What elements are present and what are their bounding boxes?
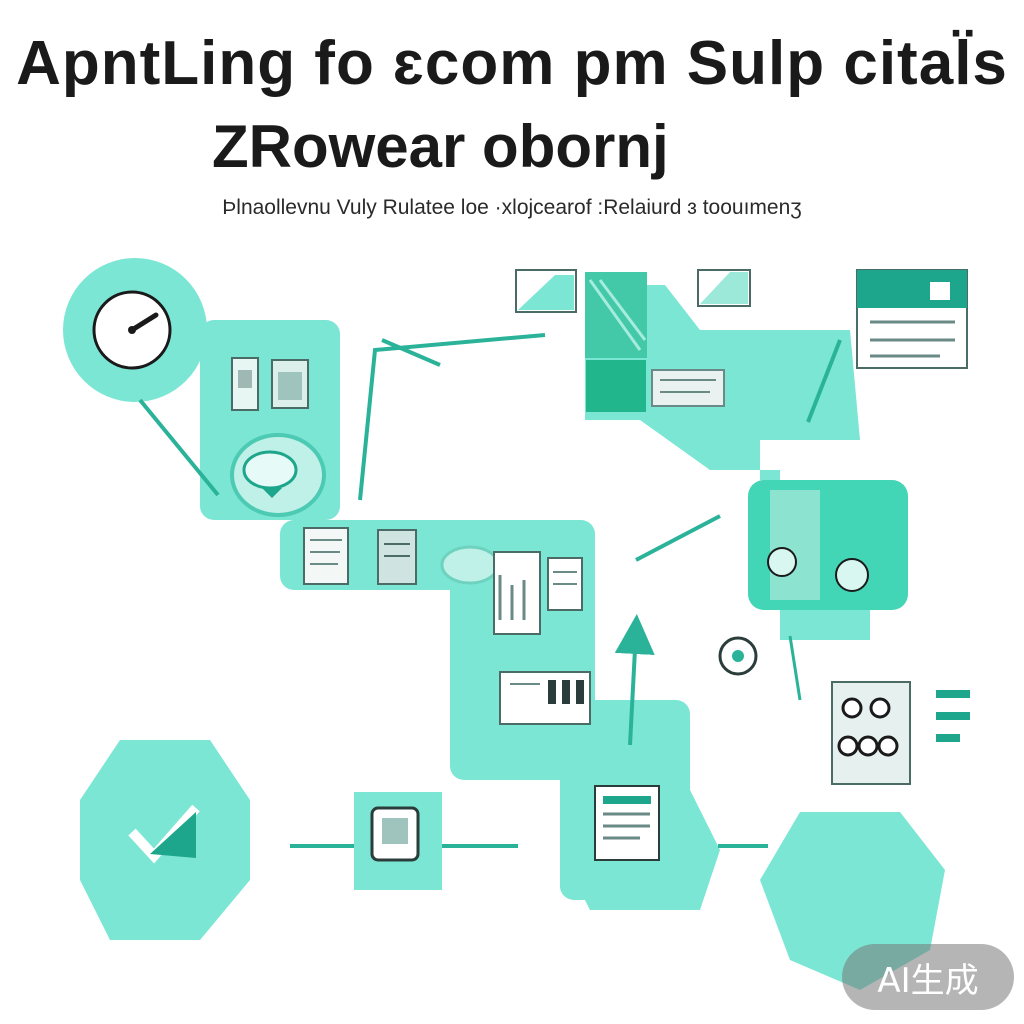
page-subtitle: Ϸlnaollevnu Vuly Rulatee loe ·xlojcearof… — [222, 196, 802, 219]
gear-icon — [718, 636, 758, 676]
checkmark-node[interactable] — [80, 740, 250, 940]
form-card — [651, 369, 725, 407]
machine-node[interactable] — [748, 480, 908, 610]
document-icon — [231, 357, 309, 411]
device-node[interactable] — [354, 792, 442, 890]
connector-lines — [138, 333, 842, 848]
clock-icon — [128, 326, 136, 334]
image-thumbnail — [515, 269, 751, 412]
document-icon — [303, 527, 417, 585]
page-title-line2: ZRowear obornj — [212, 113, 669, 180]
document-node[interactable] — [560, 785, 720, 910]
ai-generated-badge: AI生成 — [842, 944, 1014, 1010]
oval-node[interactable] — [230, 433, 326, 517]
control-panel — [831, 681, 970, 785]
window-card — [856, 269, 968, 369]
report-panel — [440, 545, 591, 725]
checkmark-icon — [128, 804, 200, 864]
page-title: ApntLing fo ɛcom pm Sulp cital̈s — [16, 29, 1008, 98]
clock-node[interactable] — [63, 258, 207, 402]
